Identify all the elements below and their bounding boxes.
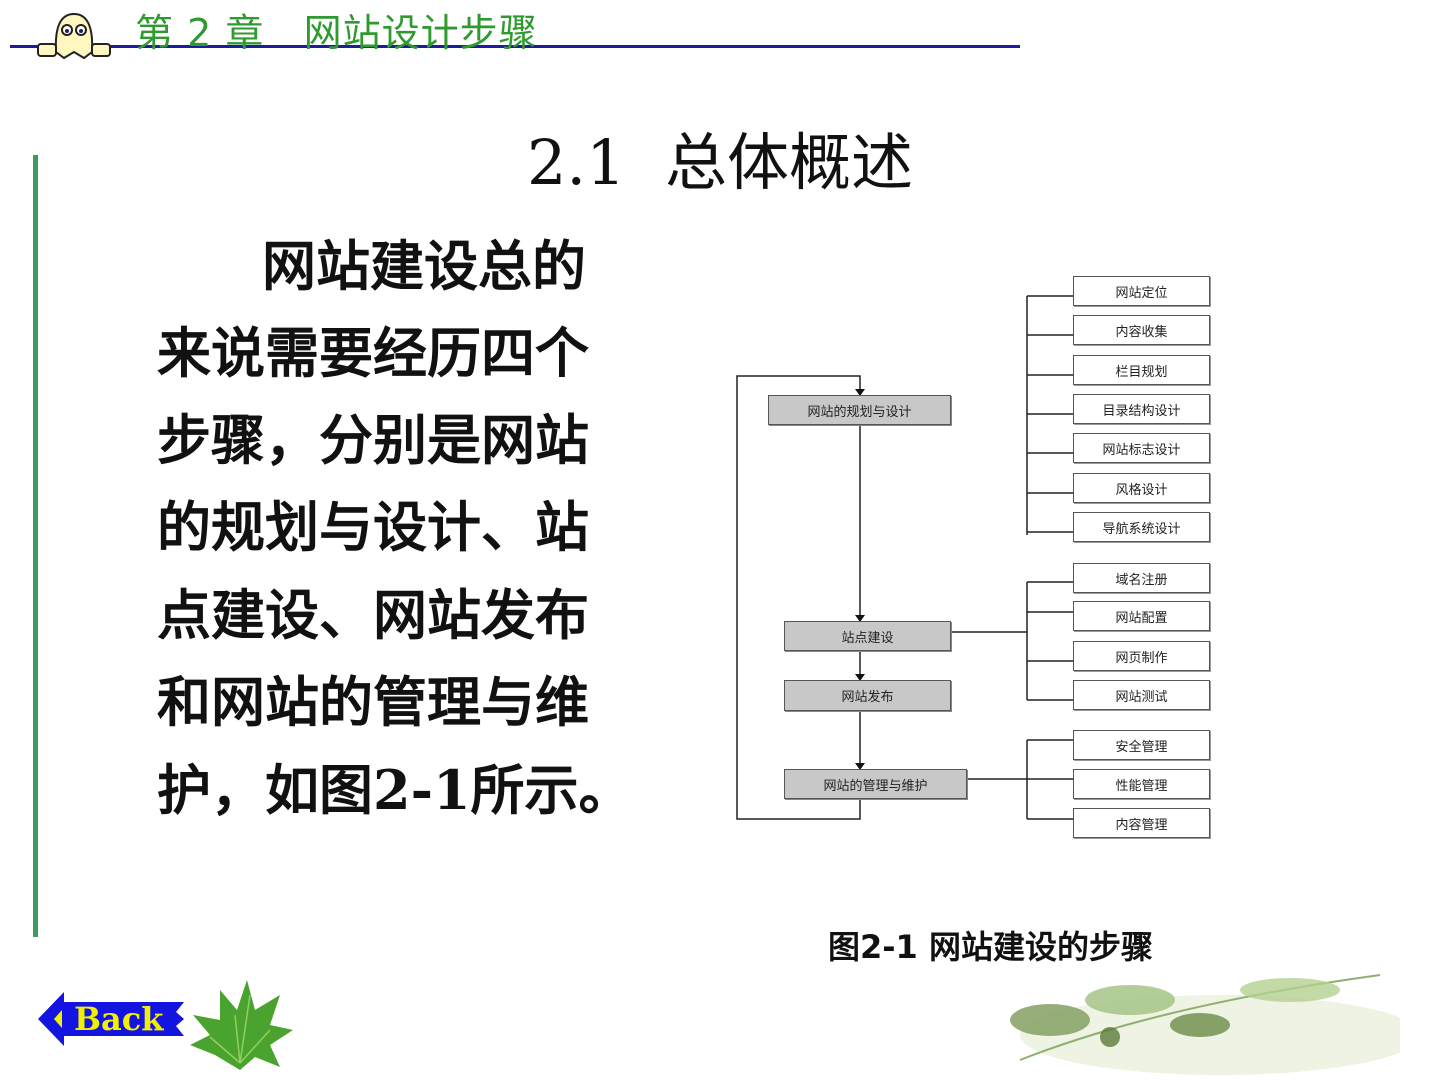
back-arrow-icon xyxy=(38,992,184,1046)
step-planning: 网站的规划与设计 xyxy=(768,395,951,425)
construction-item: 网站配置 xyxy=(1073,601,1210,631)
planning-item: 网站定位 xyxy=(1073,276,1210,306)
slide-title: 2.1 总体概述 xyxy=(526,126,914,199)
body-line: 和网站的管理与维 xyxy=(157,670,589,734)
construction-item: 域名注册 xyxy=(1073,563,1210,593)
step-maintenance: 网站的管理与维护 xyxy=(784,769,967,799)
construction-item: 网站测试 xyxy=(1073,680,1210,710)
step-publish: 网站发布 xyxy=(784,680,951,711)
planning-item: 导航系统设计 xyxy=(1073,512,1210,542)
step-construction: 站点建设 xyxy=(784,621,951,651)
body-line: 网站建设总的 xyxy=(262,234,586,298)
maintenance-item: 安全管理 xyxy=(1073,730,1210,760)
back-label: Back xyxy=(74,1000,164,1038)
mascot-icon xyxy=(37,12,111,60)
planning-item: 网站标志设计 xyxy=(1073,433,1210,463)
planning-item: 风格设计 xyxy=(1073,473,1210,503)
planning-item: 栏目规划 xyxy=(1073,355,1210,385)
body-line: 的规划与设计、站 xyxy=(157,495,589,559)
back-button[interactable]: Back xyxy=(38,990,186,1048)
maintenance-item: 内容管理 xyxy=(1073,808,1210,838)
body-line: 点建设、网站发布 xyxy=(157,583,589,647)
side-accent-bar xyxy=(33,155,38,937)
header-divider xyxy=(10,45,1020,48)
chapter-title: 第 2 章 网站设计步骤 xyxy=(135,11,538,55)
leaf-icon xyxy=(190,980,293,1070)
body-line: 来说需要经历四个 xyxy=(157,321,589,385)
body-line: 护，如图2-1所示。 xyxy=(157,758,633,822)
body-line: 步骤，分别是网站 xyxy=(157,408,589,472)
maintenance-item: 性能管理 xyxy=(1073,769,1210,799)
construction-item: 网页制作 xyxy=(1073,641,1210,671)
decorative-leaves-icon xyxy=(1010,974,1400,1075)
figure-caption: 图2-1 网站建设的步骤 xyxy=(828,928,1153,966)
planning-item: 目录结构设计 xyxy=(1073,394,1210,424)
planning-item: 内容收集 xyxy=(1073,315,1210,345)
